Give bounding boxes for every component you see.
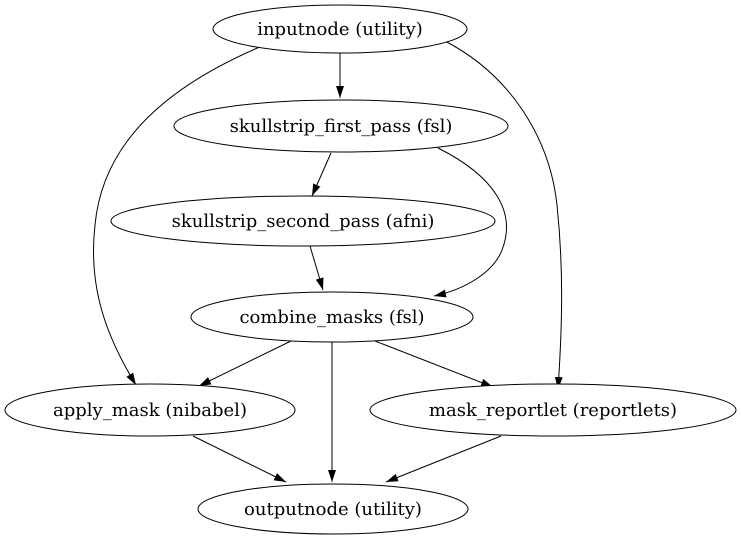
node-combine-masks: combine_masks (fsl): [190, 291, 474, 343]
node-skullstrip-first-pass-shape: [173, 99, 509, 153]
node-skullstrip-second-pass-shape: [110, 195, 496, 247]
node-skullstrip-second-pass-label: skullstrip_second_pass (afni): [172, 211, 435, 232]
node-outputnode-shape: [197, 483, 469, 535]
edge-group: [92, 39, 563, 483]
node-skullstrip-first-pass-label: skullstrip_first_pass (fsl): [230, 116, 453, 137]
edge-inputnode-to-apply-mask: [92, 45, 263, 386]
edge-skullstrip-second-pass-to-combine-masks: [309, 245, 324, 291]
node-mask-reportlet-label: mask_reportlet (reportlets): [429, 400, 677, 421]
node-apply-mask: apply_mask (nibabel): [4, 383, 296, 437]
node-combine-masks-label: combine_masks (fsl): [239, 307, 424, 328]
edge-skullstrip-first-pass-to-combine-masks: [433, 147, 507, 298]
node-mask-reportlet-shape: [369, 383, 737, 437]
node-inputnode: inputnode (utility): [212, 4, 468, 54]
node-apply-mask-label: apply_mask (nibabel): [53, 400, 247, 421]
node-skullstrip-first-pass: skullstrip_first_pass (fsl): [173, 99, 509, 153]
edge-apply-mask-to-outputnode: [192, 435, 287, 483]
edge-mask-reportlet-to-outputnode: [385, 435, 502, 483]
node-apply-mask-shape: [4, 383, 296, 437]
node-combine-masks-shape: [190, 291, 474, 343]
node-outputnode: outputnode (utility): [197, 483, 469, 535]
node-inputnode-shape: [212, 4, 468, 54]
node-group: inputnode (utility) skullstrip_first_pas…: [4, 4, 737, 535]
edge-inputnode-to-mask-reportlet: [442, 39, 563, 390]
edge-combine-masks-to-apply-mask: [198, 340, 292, 387]
node-skullstrip-second-pass: skullstrip_second_pass (afni): [110, 195, 496, 247]
node-mask-reportlet: mask_reportlet (reportlets): [369, 383, 737, 437]
node-inputnode-label: inputnode (utility): [257, 19, 423, 40]
edge-skullstrip-first-pass-to-skullstrip-second-pass: [311, 152, 332, 197]
edge-combine-masks-to-mask-reportlet: [374, 340, 494, 388]
node-outputnode-label: outputnode (utility): [244, 499, 422, 520]
